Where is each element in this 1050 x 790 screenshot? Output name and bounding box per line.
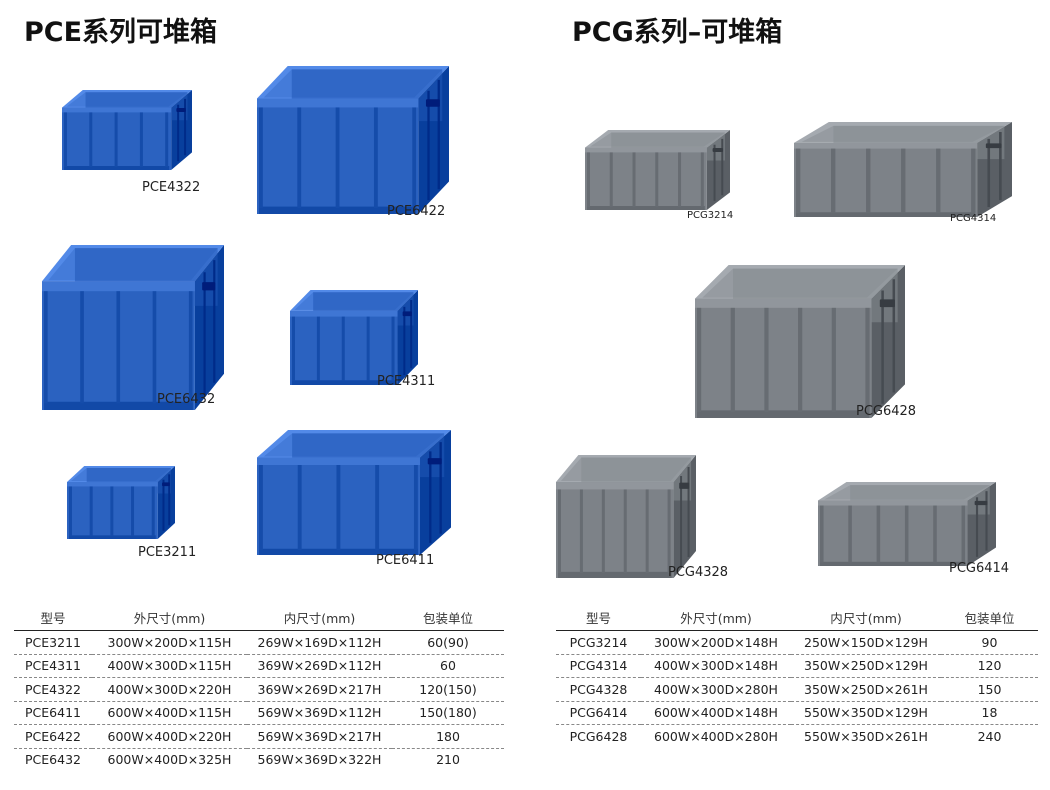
table-row: PCE4311 400W×300D×115H 369W×269D×112H 60 xyxy=(14,654,504,678)
cell-outer-size: 600W×400D×220H xyxy=(92,724,247,749)
cell-model: PCG6428 xyxy=(569,728,628,744)
crate-label-pce4322: PCE4322 xyxy=(142,180,201,195)
crate-label-pce6432: PCE6432 xyxy=(157,392,216,407)
crate-label-pce4311: PCE4311 xyxy=(377,374,436,389)
crate-image-pcg4314 xyxy=(794,122,1012,217)
header-pack-unit: 包装单位 xyxy=(941,604,1038,631)
cell-outer-size: 300W×200D×148H xyxy=(641,630,791,655)
cell-model: PCE6432 xyxy=(25,752,81,768)
cell-model: PCG6414 xyxy=(556,701,641,725)
cell-outer-size: 300W×200D×115H xyxy=(92,630,247,655)
pce-series-title: PCE系列可堆箱 xyxy=(24,17,218,48)
table-row: PCG4328 400W×300D×280H 350W×250D×261H 15… xyxy=(556,677,1038,702)
cell-model: PCG4328 xyxy=(556,677,641,702)
cell-pack-unit: 150(180) xyxy=(392,701,504,725)
cell-model: PCE3211 xyxy=(14,630,92,655)
cell-pack-unit: 60 xyxy=(392,654,504,678)
table-row: PCE4322 400W×300D×220H 369W×269D×217H 12… xyxy=(14,677,504,702)
header-pack-unit: 包装单位 xyxy=(392,604,504,631)
cell-inner-size: 369W×269D×112H xyxy=(247,654,392,678)
crate-label-pce3211: PCE3211 xyxy=(138,545,197,560)
crate-image-pce6422 xyxy=(257,66,449,214)
cell-inner-size: 569W×369D×217H xyxy=(247,724,392,749)
cell-pack-unit: 18 xyxy=(941,701,1038,725)
table-row: PCG6414 600W×400D×148H 550W×350D×129H 18 xyxy=(556,701,1038,725)
table-row: PCG6428 600W×400D×280H 550W×350D×261H 24… xyxy=(556,725,1038,748)
pce-spec-table: 型号 外尺寸(mm) 内尺寸(mm) 包装单位 PCE3211 300W×200… xyxy=(14,604,504,771)
cell-inner-size: 350W×250D×129H xyxy=(791,654,941,678)
crate-label-pcg6414: PCG6414 xyxy=(949,561,1010,576)
cell-outer-size: 600W×400D×115H xyxy=(92,701,247,725)
cell-pack-unit: 120(150) xyxy=(392,677,504,702)
table-header-row: 型号 外尺寸(mm) 内尺寸(mm) 包装单位 xyxy=(556,604,1038,631)
cell-outer-size: 600W×400D×325H xyxy=(107,752,232,768)
table-header-row: 型号 外尺寸(mm) 内尺寸(mm) 包装单位 xyxy=(14,604,504,631)
pcg-spec-table: 型号 外尺寸(mm) 内尺寸(mm) 包装单位 PCG3214 300W×200… xyxy=(556,604,1038,748)
table-row: PCE6411 600W×400D×115H 569W×369D×112H 15… xyxy=(14,701,504,725)
cell-inner-size: 569W×369D×112H xyxy=(247,701,392,725)
crate-image-pce4311 xyxy=(290,290,418,385)
table-row: PCE3211 300W×200D×115H 269W×169D×112H 60… xyxy=(14,630,504,655)
table-row: PCE6422 600W×400D×220H 569W×369D×217H 18… xyxy=(14,724,504,749)
crate-label-pce6422: PCE6422 xyxy=(387,204,446,219)
header-inner-size: 内尺寸(mm) xyxy=(791,604,941,631)
crate-label-pcg6428: PCG6428 xyxy=(856,404,917,419)
crate-image-pcg4328 xyxy=(556,455,696,578)
crate-label-pcg4328: PCG4328 xyxy=(668,565,729,580)
crate-image-pce3211 xyxy=(67,466,175,539)
table-row: PCE6432 600W×400D×325H 569W×369D×322H 21… xyxy=(14,748,504,771)
table-row: PCG3214 300W×200D×148H 250W×150D×129H 90 xyxy=(556,630,1038,655)
cell-inner-size: 350W×250D×261H xyxy=(791,677,941,702)
header-outer-size: 外尺寸(mm) xyxy=(641,604,791,631)
cell-outer-size: 400W×300D×115H xyxy=(92,654,247,678)
header-model: 型号 xyxy=(14,604,92,631)
cell-pack-unit: 60(90) xyxy=(392,630,504,655)
cell-pack-unit: 210 xyxy=(436,752,460,768)
header-outer-size: 外尺寸(mm) xyxy=(92,604,247,631)
cell-pack-unit: 120 xyxy=(941,654,1038,678)
cell-inner-size: 550W×350D×261H xyxy=(804,728,928,744)
cell-outer-size: 600W×400D×148H xyxy=(641,701,791,725)
cell-outer-size: 400W×300D×220H xyxy=(92,677,247,702)
cell-inner-size: 550W×350D×129H xyxy=(791,701,941,725)
cell-outer-size: 600W×400D×280H xyxy=(654,728,778,744)
cell-pack-unit: 240 xyxy=(977,728,1002,744)
crate-label-pcg4314: PCG4314 xyxy=(950,213,997,224)
cell-pack-unit: 180 xyxy=(392,724,504,749)
cell-model: PCE6411 xyxy=(14,701,92,725)
cell-inner-size: 569W×369D×322H xyxy=(257,752,382,768)
crate-image-pcg6414 xyxy=(818,482,996,566)
header-model: 型号 xyxy=(556,604,641,631)
cell-model: PCG4314 xyxy=(556,654,641,678)
cell-pack-unit: 90 xyxy=(941,630,1038,655)
cell-model: PCG3214 xyxy=(556,630,641,655)
cell-outer-size: 400W×300D×280H xyxy=(641,677,791,702)
crate-image-pcg3214 xyxy=(585,130,730,210)
cell-model: PCE4311 xyxy=(14,654,92,678)
cell-inner-size: 369W×269D×217H xyxy=(247,677,392,702)
pcg-series-title: PCG系列–可堆箱 xyxy=(572,17,783,48)
cell-inner-size: 269W×169D×112H xyxy=(247,630,392,655)
header-inner-size: 内尺寸(mm) xyxy=(247,604,392,631)
table-row: PCG4314 400W×300D×148H 350W×250D×129H 12… xyxy=(556,654,1038,678)
cell-model: PCE4322 xyxy=(14,677,92,702)
crate-image-pcg6428 xyxy=(695,265,905,418)
crate-label-pce6411: PCE6411 xyxy=(376,553,435,568)
crate-image-pce4322 xyxy=(62,90,192,170)
crate-image-pce6411 xyxy=(257,430,451,555)
crate-label-pcg3214: PCG3214 xyxy=(687,210,734,221)
cell-inner-size: 250W×150D×129H xyxy=(791,630,941,655)
cell-model: PCE6422 xyxy=(14,724,92,749)
cell-outer-size: 400W×300D×148H xyxy=(641,654,791,678)
crate-image-pce6432 xyxy=(42,245,224,410)
cell-pack-unit: 150 xyxy=(941,677,1038,702)
